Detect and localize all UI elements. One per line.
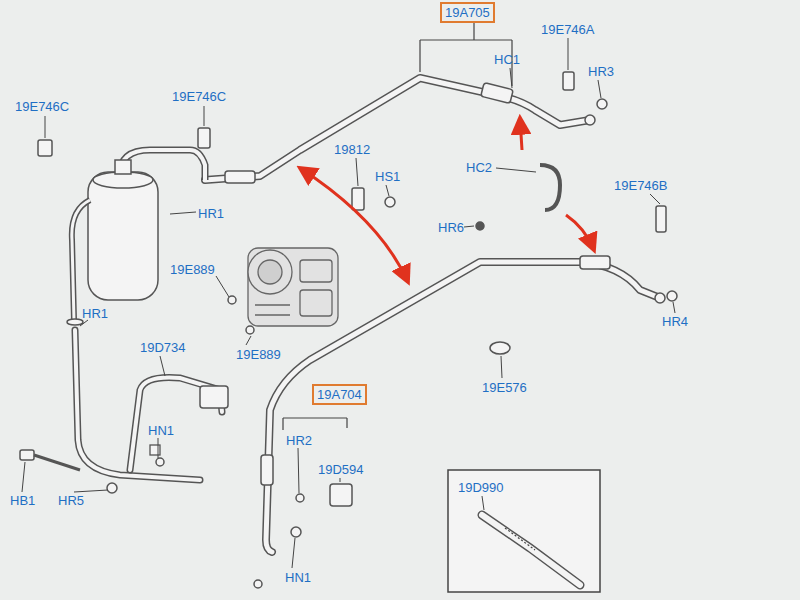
callout-number: 19E746C: [15, 99, 69, 114]
callout-number: HR1: [82, 306, 108, 321]
callout-number: HR3: [588, 64, 614, 79]
compressor: [248, 248, 338, 326]
suction-hose: [75, 330, 228, 480]
callout-number: 19E576: [482, 380, 527, 395]
callout-number: 19E746A: [541, 22, 595, 37]
callout-number: HN1: [285, 570, 311, 585]
callout-number: 19E746C: [172, 89, 226, 104]
callout-box: 19A705: [440, 2, 495, 23]
callout-number: HR6: [438, 220, 464, 235]
callout-number: HC1: [494, 52, 520, 67]
callout-number: 19E746B: [614, 178, 668, 193]
inset-panel: [448, 470, 600, 592]
callout-number: 19D594: [318, 462, 364, 477]
upper-pipe: [205, 78, 595, 183]
callout-number: HN1: [148, 423, 174, 438]
part-number: 19A705: [445, 5, 490, 20]
callout-number: HC2: [466, 160, 492, 175]
callout-number: 19D990: [458, 480, 504, 495]
callout-number: 19E889: [170, 262, 215, 277]
callout-number: HR4: [662, 314, 688, 329]
callout-number: HR1: [198, 206, 224, 221]
callout-number: 19812: [334, 142, 370, 157]
callout-number: 19E889: [236, 347, 281, 362]
callout-number: HS1: [375, 169, 400, 184]
callout-number: HR5: [58, 493, 84, 508]
callout-number: 19D734: [140, 340, 186, 355]
red-arrow: [300, 118, 594, 282]
part-number: 19A704: [317, 387, 362, 402]
callout-number: HB1: [10, 493, 35, 508]
callout-number: HR2: [286, 433, 312, 448]
callout-bracket: [283, 22, 512, 430]
receiver-drier: [67, 150, 205, 325]
callout-box: 19A704: [312, 384, 367, 405]
